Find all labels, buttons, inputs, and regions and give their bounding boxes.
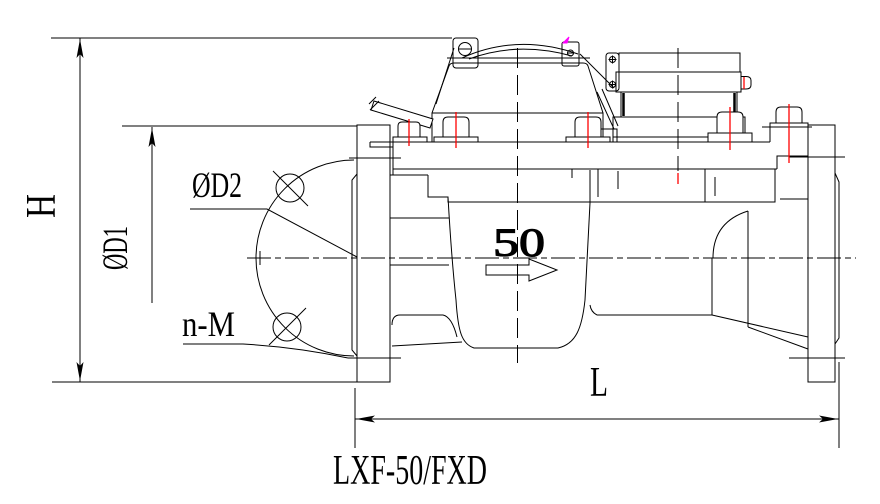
dimension-L: L — [354, 360, 840, 448]
dimension-label-h: H — [19, 194, 65, 218]
dimension-label-d2: ØD2 — [192, 165, 242, 205]
centerlines — [247, 48, 856, 363]
flow-marking: 50 — [485, 219, 559, 282]
signal-cable-line — [579, 53, 615, 89]
dim-arrow-left-icon — [356, 415, 375, 423]
leader-line — [183, 343, 349, 359]
dim-arrow-down-icon — [76, 362, 84, 381]
dimension-nM: n-M — [182, 304, 349, 359]
dim-arrow-up-icon — [148, 128, 156, 147]
datum-arrow-icon — [561, 36, 570, 44]
dimension-label-nm: n-M — [182, 304, 235, 344]
dim-arrow-up-icon — [76, 39, 84, 58]
dimension-D1: ØD1 — [95, 125, 357, 303]
dimensions: H ØD1 ØD2 n-M — [19, 37, 840, 448]
dome-lid-arc — [461, 43, 579, 59]
dimension-H: H — [19, 37, 452, 383]
bolt-hole-top — [275, 173, 305, 203]
pulse-unit — [595, 52, 752, 143]
lid-hinge-right — [561, 41, 580, 67]
side-lug — [741, 76, 752, 90]
cable-line — [435, 47, 455, 105]
inlet-passage — [390, 217, 463, 347]
dimension-D2: ØD2 — [190, 159, 358, 357]
dim-arrow-right-icon — [819, 415, 838, 423]
support-strut — [596, 88, 619, 130]
dimension-label-d1: ØD1 — [95, 226, 135, 270]
bolts — [392, 106, 809, 143]
outlet-passage — [589, 210, 809, 350]
right-flange — [776, 124, 845, 383]
drawing-title: LXF-50/FXD — [333, 448, 487, 494]
dimension-label-l: L — [590, 360, 608, 406]
lid-hinge-left — [452, 37, 479, 69]
bolt-hole-bottom — [272, 312, 302, 342]
sensor-box-top — [618, 52, 741, 73]
meter-body — [348, 122, 845, 383]
datum-mark — [561, 36, 570, 44]
red-center-marks — [408, 77, 790, 184]
measuring-chamber — [447, 170, 591, 349]
cable-conduit — [370, 100, 434, 129]
flow-arrow-icon — [485, 258, 559, 282]
leader-line — [190, 208, 358, 258]
